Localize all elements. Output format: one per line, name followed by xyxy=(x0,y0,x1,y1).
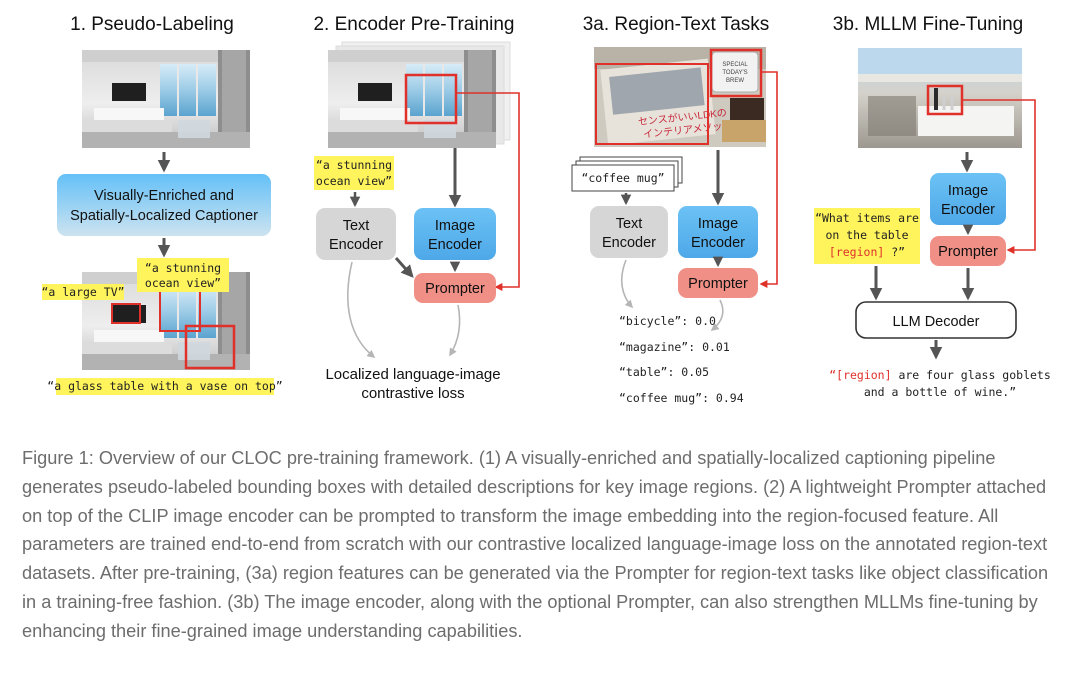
p3a-prompter-box xyxy=(678,268,758,298)
p1-label-tv: “a large TV” xyxy=(41,285,124,299)
p1-label-table-bg xyxy=(56,378,274,395)
p3a-score-item: “coffee mug”: 0.94 xyxy=(619,391,744,405)
p2-caption-line1: “a stunning xyxy=(316,158,392,172)
p3a-text-encoder-box xyxy=(590,206,668,258)
p3a-bbox-mug xyxy=(709,48,763,98)
panel-title-encoder-pre-training: 2. Encoder Pre-Training xyxy=(313,14,514,35)
p2-loss-arrow-left xyxy=(346,261,376,358)
p2-caption-bg xyxy=(314,156,394,190)
p2-text-encoder-line2: Encoder xyxy=(329,237,383,253)
p2-caption-line2: ocean view” xyxy=(316,174,392,188)
p3b-answer-line2: and a bottle of wine.” xyxy=(864,385,1016,399)
figure-caption: Figure 1: Overview of our CLOC pre-train… xyxy=(22,448,1049,641)
p3a-text-encoder-line2: Encoder xyxy=(602,235,656,251)
p3b-question-region-token: [region] xyxy=(829,245,884,259)
p3a-image-encoder-line1: Image xyxy=(698,216,738,232)
p2-prompter-box xyxy=(414,273,496,303)
p3a-score-item: “table”: 0.05 xyxy=(619,365,709,379)
p3b-answer-line1: “[region] are four glass goblets xyxy=(829,368,1051,382)
p2-loss-arrow-right xyxy=(449,304,461,357)
p3a-input-image: センスがいいLDKの インテリアメソッド SPECIAL TODAY'S BRE… xyxy=(594,47,766,147)
p3a-score-item: “bicycle”: 0.0 xyxy=(619,314,716,328)
p1-captioner-label-line2: Spatially-Localized Captioner xyxy=(70,208,258,224)
p2-red-arrow-bbox-to-prompter xyxy=(456,92,520,291)
p3a-arrow-prompter-to-scores xyxy=(710,299,724,332)
p3a-prompter-label: Prompter xyxy=(688,276,748,292)
p3b-answer-region-token: “[region] xyxy=(829,368,891,382)
p3b-input-image xyxy=(858,48,1022,148)
p2-loss-line2: contrastive loss xyxy=(361,385,464,402)
panel-title-pseudo-labeling: 1. Pseudo-Labeling xyxy=(70,14,234,35)
p3a-mug-text-line3: BREW xyxy=(726,78,744,84)
p3b-question-bg xyxy=(814,208,920,264)
p3a-mug-text-line1: SPECIAL xyxy=(722,62,748,68)
p3b-question-line2: on the table xyxy=(825,228,908,242)
p1-captioner-box xyxy=(57,174,271,236)
figure-diagram: 1. Pseudo-Labeling 2. Encoder Pre-Traini… xyxy=(41,14,1051,405)
p3a-score-item: “magazine”: 0.01 xyxy=(619,340,730,354)
p3a-score-list: “bicycle”: 0.0 “magazine”: 0.01 “table”:… xyxy=(619,314,744,405)
p1-bbox-table xyxy=(184,324,236,370)
p3a-query-card xyxy=(571,164,675,192)
p3b-image-encoder-box xyxy=(930,173,1006,225)
p3b-question-line1: “What items are xyxy=(815,211,919,225)
p2-input-image xyxy=(327,49,497,149)
p3b-red-arrow-bbox-to-prompter xyxy=(962,99,1036,254)
p2-loss-line1: Localized language-image xyxy=(325,366,500,383)
p2-prompter-label: Prompter xyxy=(425,281,485,297)
p2-image-encoder-line2: Encoder xyxy=(428,237,482,253)
p3a-mug-text-line2: TODAY'S xyxy=(722,70,747,76)
p3b-llm-decoder-box xyxy=(855,301,1017,339)
p3b-image-encoder-line2: Encoder xyxy=(941,202,995,218)
p2-text-encoder-box xyxy=(316,208,396,260)
p2-bbox-ocean xyxy=(404,73,458,125)
p3a-text-encoder-line1: Text xyxy=(616,216,643,232)
p3a-red-arrow-bbox-to-prompter xyxy=(759,71,778,288)
p3a-image-encoder-line2: Encoder xyxy=(691,235,745,251)
panel-title-mllm-fine-tuning: 3b. MLLM Fine-Tuning xyxy=(833,14,1023,35)
p3b-llm-decoder-label: LLM Decoder xyxy=(892,314,979,330)
p3b-prompter-box xyxy=(930,236,1006,266)
p1-label-ocean-line1: “a stunning xyxy=(145,261,221,275)
p1-label-ocean-line2: ocean view” xyxy=(145,276,221,290)
p1-label-table: “a glass table with a vase on top” xyxy=(47,379,282,393)
p2-image-encoder-box xyxy=(414,208,496,260)
p3a-image-encoder-box xyxy=(678,206,758,258)
p3a-arrow-text-to-scores xyxy=(620,259,634,309)
p2-text-encoder-line1: Text xyxy=(343,218,370,234)
p1-bbox-tv xyxy=(111,303,141,324)
p3b-question-line3: [region] ?” xyxy=(829,245,905,259)
p1-captioner-label-line1: Visually-Enriched and xyxy=(94,188,234,204)
p3b-answer-line1-rest: are four glass goblets xyxy=(892,368,1051,382)
p3b-prompter-label: Prompter xyxy=(938,244,998,260)
p3b-question-end: ?” xyxy=(884,245,905,259)
p3a-query-text: “coffee mug” xyxy=(581,171,664,185)
p1-input-image xyxy=(81,49,251,149)
p3b-image-encoder-line1: Image xyxy=(948,183,988,199)
p1-label-ocean-bg xyxy=(137,258,229,292)
p1-label-tv-bg xyxy=(42,284,124,300)
p3a-bbox-magazine xyxy=(595,63,709,145)
p2-image-encoder-line1: Image xyxy=(435,218,475,234)
panel-title-region-text-tasks: 3a. Region-Text Tasks xyxy=(583,14,770,35)
p2-arrow-text-encoder-to-prompter xyxy=(394,257,414,278)
